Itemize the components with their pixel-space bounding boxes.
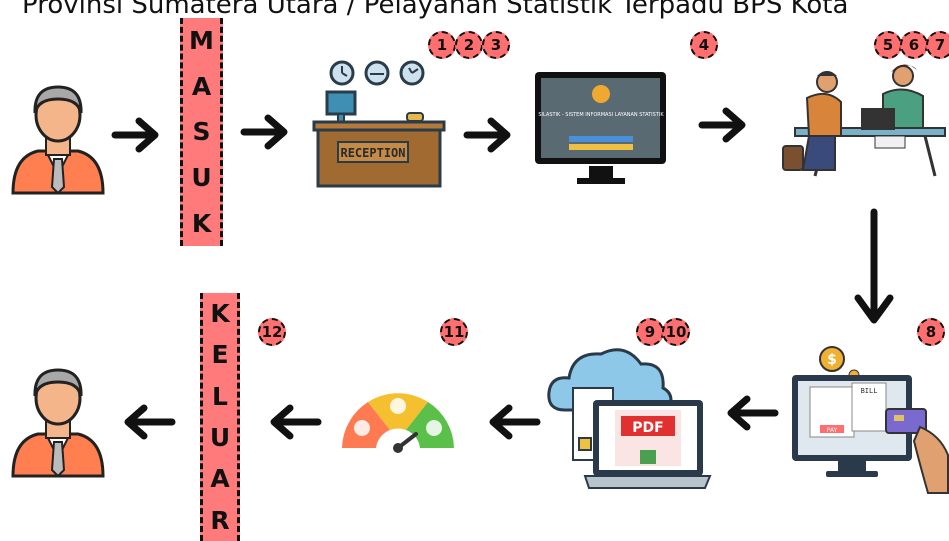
svg-text:$: $ (827, 352, 837, 368)
reception-desk-icon: RECEPTION (312, 60, 446, 188)
pdf-text: PDF (632, 420, 663, 436)
exit-letter: A (210, 464, 230, 494)
step-badge: 4 (690, 31, 718, 59)
monitor-icon: SILASTIK - SISTEM INFORMASI LAYANAN STAT… (535, 72, 666, 184)
satisfaction-gauge-icon (342, 393, 454, 453)
page-title: Provinsi Sumatera Utara / Pelayanan Stat… (22, 0, 849, 20)
pdf-download-icon: PDF (547, 348, 712, 489)
bill-text: BILL (861, 387, 878, 395)
arrow-left-icon (727, 395, 779, 431)
exit-letter: U (209, 423, 231, 453)
step-badge: 2 (455, 31, 483, 59)
entry-letter: U (191, 163, 212, 193)
step-badge: 5 (874, 31, 902, 59)
step-badge: 3 (482, 31, 510, 59)
exit-letter: R (210, 505, 230, 535)
step-badge: 8 (917, 318, 945, 346)
consultation-icon (782, 64, 946, 177)
entry-label-box: M A S U K (180, 18, 223, 246)
arrow-down-icon (854, 208, 894, 324)
entry-letter: M (189, 26, 214, 56)
step-badge: 12 (258, 318, 286, 346)
step-badge: 7 (926, 31, 949, 59)
exit-letter: E (211, 340, 229, 370)
arrow-right-icon (463, 117, 511, 153)
exit-letter: K (210, 299, 230, 329)
arrow-right-icon (111, 117, 159, 153)
step-badge: 1 (428, 31, 456, 59)
visitor-exit-icon (11, 368, 105, 478)
arrow-left-icon (489, 404, 541, 440)
exit-letter: L (212, 381, 228, 411)
step-badge: 11 (440, 318, 468, 346)
reception-sign: RECEPTION (340, 146, 405, 160)
step-badge: 10 (662, 318, 690, 346)
step-badge: 9 (636, 318, 664, 346)
pay-text: PAY (827, 427, 838, 434)
visitor-entry-icon (11, 85, 105, 195)
arrow-right-icon (698, 107, 746, 143)
arrow-left-icon (124, 404, 176, 440)
entry-letter: S (192, 117, 211, 147)
entry-letter: A (191, 71, 212, 101)
arrow-left-icon (270, 404, 322, 440)
payment-icon: $ PAY BILL (792, 346, 949, 494)
exit-label-box: K E L U A R (200, 293, 240, 541)
arrow-right-icon (240, 114, 288, 150)
step-badge: 6 (900, 31, 928, 59)
screen-text: SILASTIK - SISTEM INFORMASI LAYANAN STAT… (538, 112, 664, 118)
entry-letter: K (191, 208, 212, 238)
